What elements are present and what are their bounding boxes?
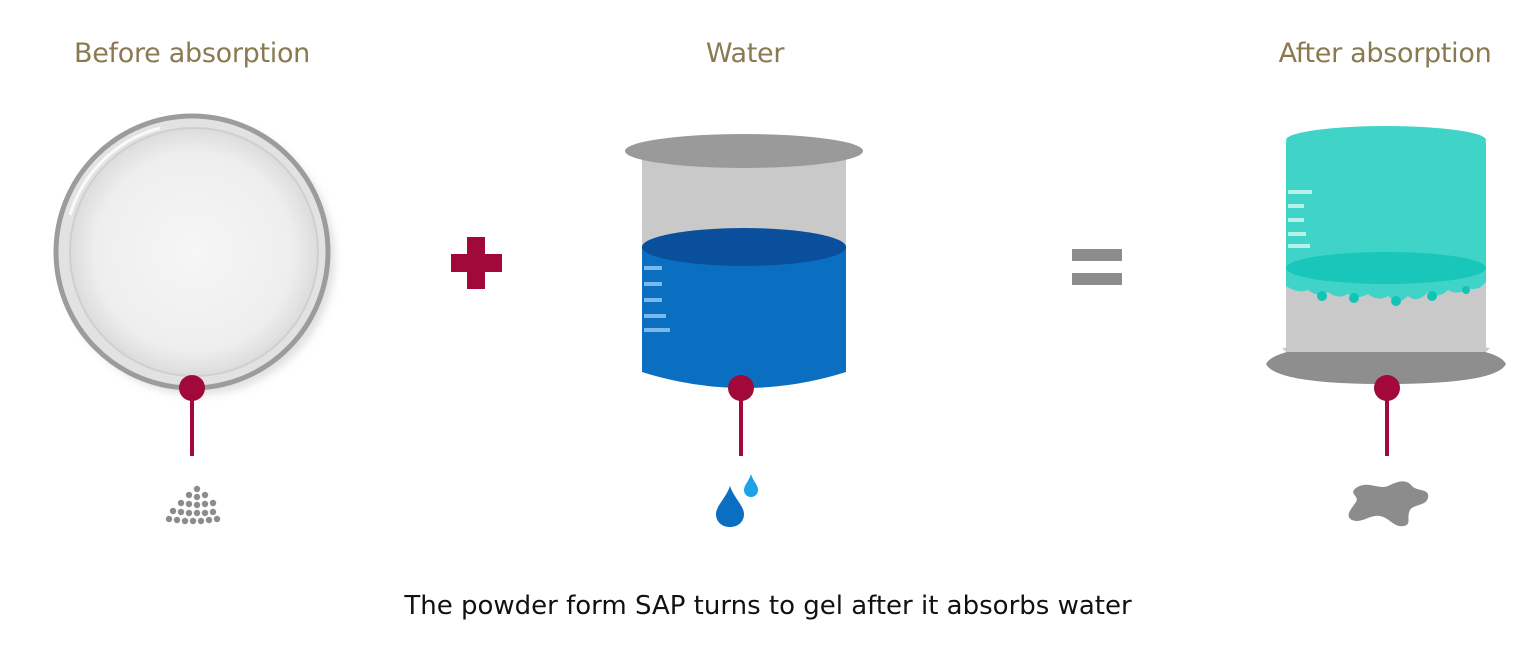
gel-beaker (1266, 126, 1506, 384)
petri-dish (53, 113, 335, 395)
heading-water: Water (705, 38, 785, 69)
equals-sign (1072, 249, 1122, 285)
connector-after (1374, 375, 1400, 456)
water-drops-icon (716, 474, 758, 527)
heading-after-absorption: After absorption (1278, 38, 1492, 69)
heading-before-absorption: Before absorption (74, 38, 310, 69)
gel-blob-icon (1348, 481, 1429, 527)
powder-granules-icon (165, 485, 221, 525)
water-beaker (625, 134, 863, 388)
connector-water (728, 375, 754, 456)
plus-sign (451, 237, 502, 289)
diagram-caption: The powder form SAP turns to gel after i… (404, 591, 1132, 621)
connector-before (179, 375, 205, 456)
